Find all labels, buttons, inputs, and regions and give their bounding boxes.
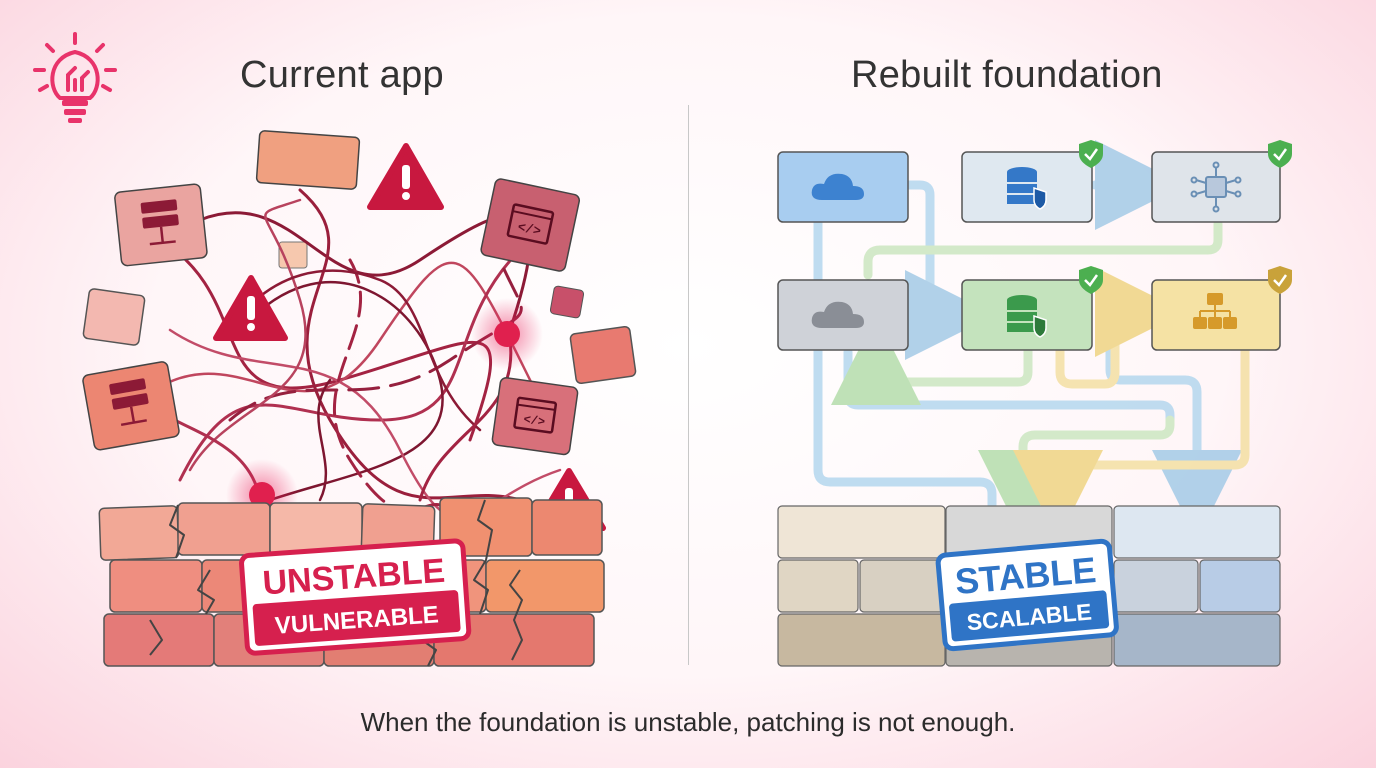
shield-check-icon <box>1268 140 1292 168</box>
unstable-badge: UNSTABLE VULNERABLE <box>239 538 472 656</box>
lightbulb-circuit-icon <box>33 32 117 123</box>
code-window-icon: </> <box>480 178 581 272</box>
shield-check-icon <box>1079 140 1103 168</box>
right-panel-title: Rebuilt foundation <box>851 54 1163 96</box>
org-chart-icon <box>1193 293 1237 329</box>
warning-icon <box>367 143 444 210</box>
cloud-icon <box>811 301 864 328</box>
right-panel: STABLE SCALABLE <box>777 140 1292 667</box>
cloud-service-node <box>777 151 909 223</box>
left-panel: </> </> <box>82 130 637 667</box>
warning-icon <box>213 275 288 341</box>
org-structure-node <box>1151 279 1281 351</box>
server-icon <box>82 361 180 451</box>
server-icon <box>114 183 208 267</box>
shield-check-icon <box>1079 266 1103 294</box>
code-window-icon: </> <box>491 377 579 456</box>
database-node <box>961 151 1093 223</box>
database-node-green <box>961 279 1093 351</box>
stable-badge: STABLE SCALABLE <box>935 538 1119 652</box>
caption-text: When the foundation is unstable, patchin… <box>360 707 1016 737</box>
database-shield-icon <box>1007 167 1047 210</box>
integration-node <box>1151 151 1281 223</box>
svg-text:</>: </> <box>516 220 542 240</box>
legacy-cloud-node <box>777 279 909 351</box>
left-panel-title: Current app <box>240 54 444 96</box>
cloud-icon <box>811 173 864 200</box>
svg-text:</>: </> <box>523 413 546 430</box>
database-shield-icon <box>1007 295 1047 338</box>
chip-icon <box>1190 161 1242 213</box>
shield-check-icon <box>1268 266 1292 294</box>
panel-divider <box>688 105 689 665</box>
